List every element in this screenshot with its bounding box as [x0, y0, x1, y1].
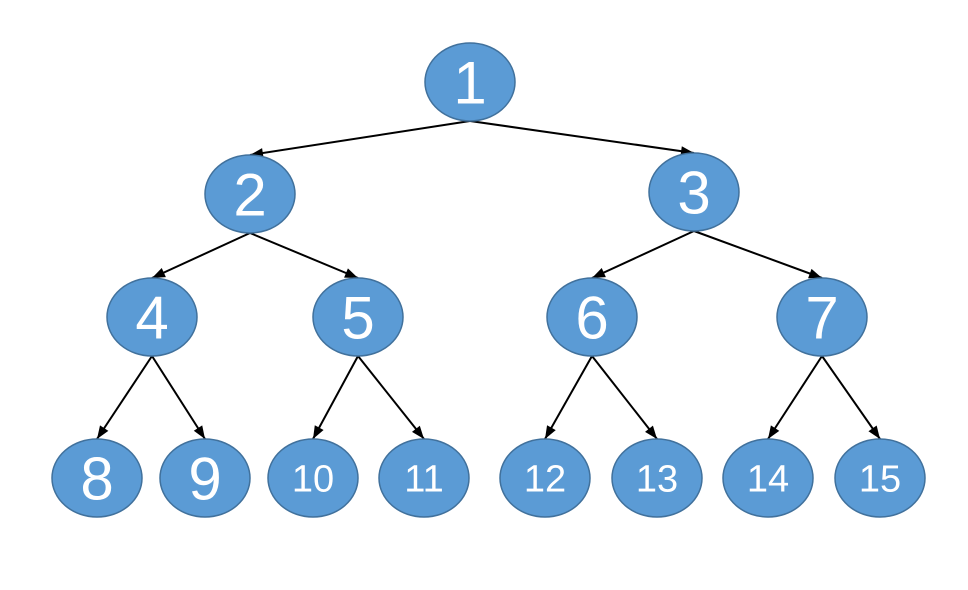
edge-arrow-6-to-12 [544, 355, 593, 440]
tree-node-12: 12 [499, 438, 591, 518]
tree-node-8: 8 [51, 438, 143, 518]
node-label: 11 [404, 459, 443, 501]
node-label: 10 [292, 459, 334, 501]
edge-arrow-7-to-14 [767, 355, 823, 440]
node-label: 6 [575, 285, 608, 352]
edge-arrow-2-to-4 [151, 232, 251, 279]
node-label: 7 [805, 285, 838, 352]
tree-node-9: 9 [159, 438, 251, 518]
node-label: 15 [859, 459, 901, 501]
edge-arrow-3-to-6 [591, 230, 695, 279]
tree-node-10: 10 [267, 438, 359, 518]
edge-arrow-4-to-8 [96, 355, 153, 440]
node-ellipse [51, 438, 143, 518]
edge-arrow-4-to-9 [151, 355, 206, 440]
node-label: 9 [188, 446, 221, 513]
edge-arrow-1-to-3 [469, 120, 695, 157]
node-label: 4 [135, 285, 168, 352]
node-ellipse [312, 277, 404, 357]
tree-node-11: 11 [378, 438, 470, 518]
node-ellipse [267, 438, 359, 518]
node-ellipse [204, 154, 296, 234]
node-ellipse [722, 438, 814, 518]
node-label: 13 [636, 459, 678, 501]
node-label: 5 [341, 285, 374, 352]
node-label: 1 [453, 50, 486, 117]
tree-node-4: 4 [106, 277, 198, 357]
edge-arrow-5-to-11 [357, 355, 425, 440]
edge-arrow-6-to-13 [591, 355, 658, 440]
node-label: 12 [524, 459, 566, 501]
node-ellipse [611, 438, 703, 518]
tree-node-2: 2 [204, 154, 296, 234]
edge-arrow-7-to-15 [821, 355, 881, 440]
tree-node-6: 6 [546, 277, 638, 357]
edge-arrow-5-to-10 [312, 355, 359, 440]
node-label: 3 [677, 160, 710, 227]
edge-arrow-2-to-5 [249, 232, 359, 279]
node-ellipse [499, 438, 591, 518]
node-label: 14 [747, 459, 789, 501]
tree-node-3: 3 [648, 152, 740, 232]
node-ellipse [834, 438, 926, 518]
tree-node-7: 7 [776, 277, 868, 357]
node-ellipse [159, 438, 251, 518]
node-label: 2 [233, 162, 266, 229]
node-ellipse [378, 438, 470, 518]
tree-edges [96, 120, 881, 440]
tree-node-1: 1 [424, 42, 516, 122]
node-ellipse [776, 277, 868, 357]
tree-node-15: 15 [834, 438, 926, 518]
node-ellipse [546, 277, 638, 357]
edge-arrow-3-to-7 [693, 230, 823, 279]
node-ellipse [648, 152, 740, 232]
tree-node-14: 14 [722, 438, 814, 518]
node-label: 8 [80, 446, 113, 513]
node-ellipse [106, 277, 198, 357]
tree-node-13: 13 [611, 438, 703, 518]
tree-node-5: 5 [312, 277, 404, 357]
edge-arrow-1-to-2 [249, 120, 471, 158]
node-ellipse [424, 42, 516, 122]
